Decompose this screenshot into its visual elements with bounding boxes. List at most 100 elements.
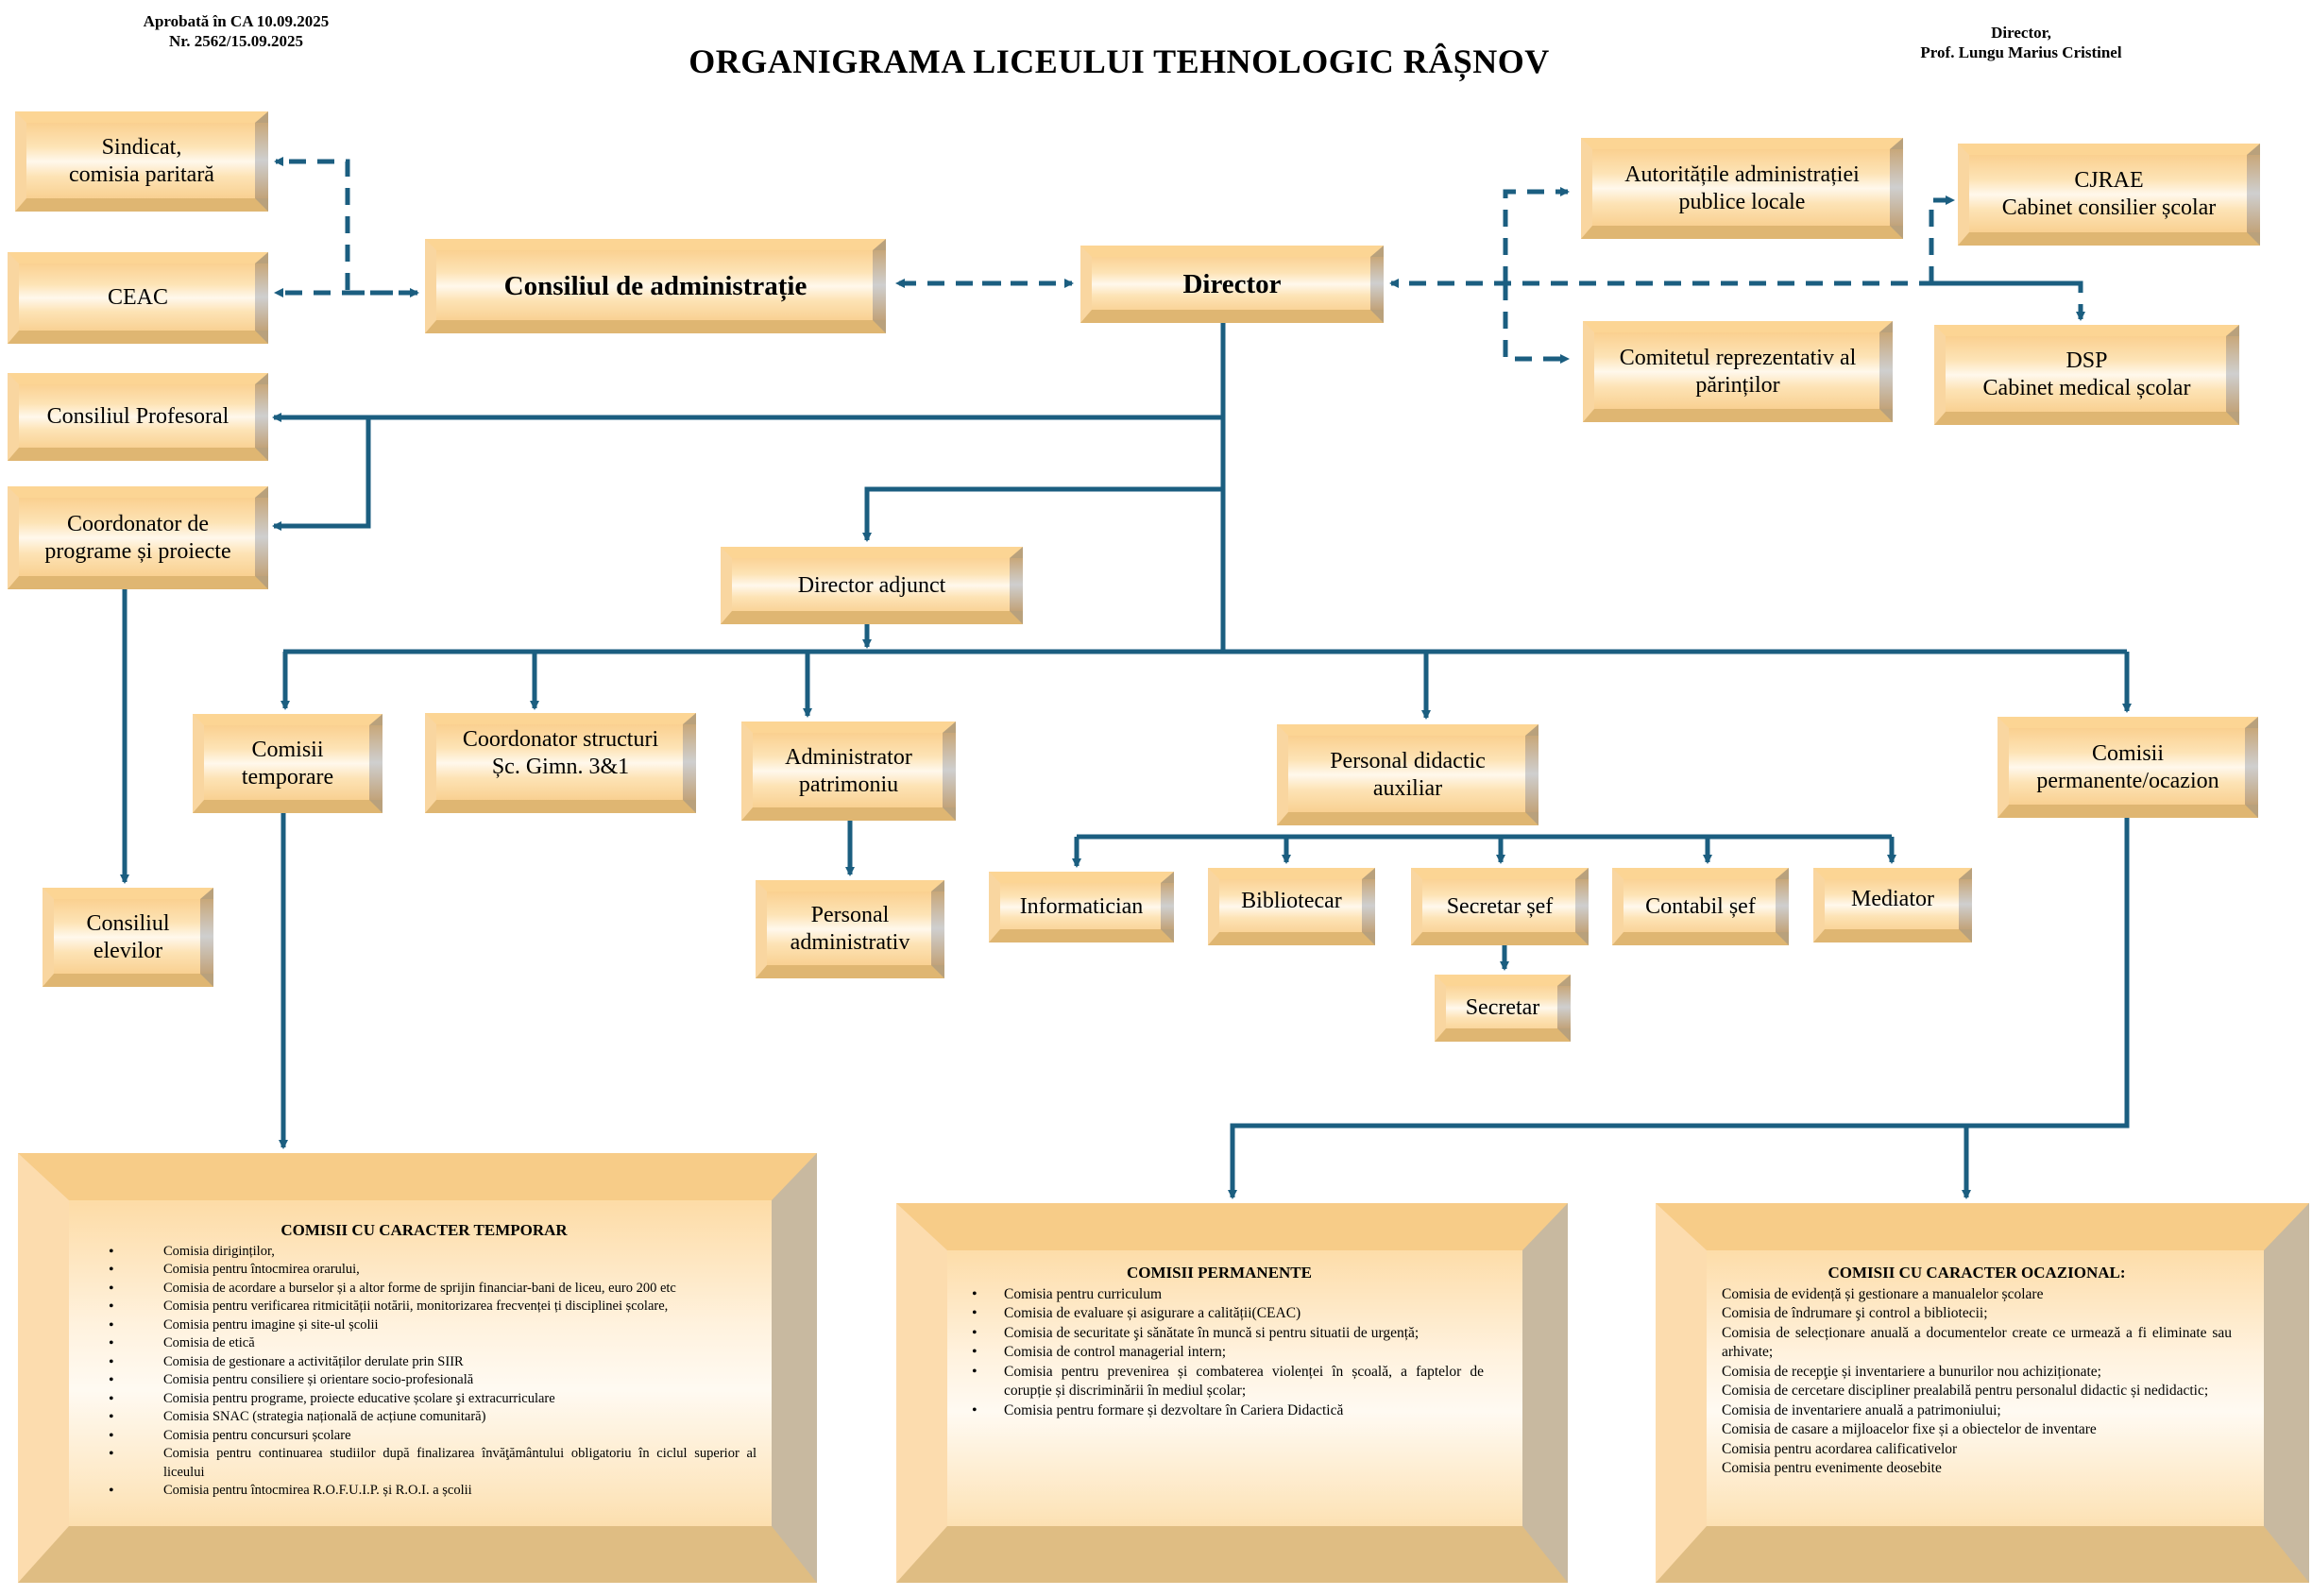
- commission-item: Comisia de inventariere anuală a patrimo…: [1722, 1401, 2001, 1418]
- node-label: Cabinet consilier școlar: [2001, 195, 2217, 220]
- node-label: Cabinet medical școlar: [1982, 376, 2191, 400]
- node-label: Comisii: [2091, 740, 2164, 766]
- panel-title: COMISII CU CARACTER OCAZIONAL:: [1828, 1264, 2126, 1282]
- commission-item: Comisia de evaluare și asigurare a calit…: [955, 1304, 1484, 1324]
- node-consiliul-administratie[interactable]: Consiliul de administrație: [425, 239, 886, 333]
- line-to-director-adjunct: [862, 486, 1223, 542]
- node-secretar[interactable]: Secretar: [1435, 975, 1571, 1042]
- node-label: Administrator: [785, 744, 912, 770]
- commission-item: Comisia pentru întocmirea orarului,: [92, 1261, 756, 1280]
- node-dsp[interactable]: DSP Cabinet medical școlar: [1934, 325, 2239, 425]
- commission-item: Comisia pentru formare și dezvoltare în …: [955, 1401, 1484, 1421]
- commission-item: Comisia de cercetare discipliner prealab…: [1722, 1383, 2209, 1399]
- approval-date: Aprobată în CA 10.09.2025: [143, 12, 330, 30]
- commission-item: Comisia de evidență și gestionare a manu…: [1722, 1285, 2044, 1302]
- node-secretar-sef[interactable]: Secretar șef: [1411, 868, 1589, 945]
- node-label: Șc. Gimn. 3&1: [491, 755, 630, 779]
- node-label: Secretar șef: [1446, 893, 1554, 919]
- commission-item: Comisia de control managerial intern;: [955, 1343, 1484, 1363]
- commission-item: Comisia pentru evenimente deosebite: [1722, 1460, 1942, 1476]
- commission-item: Comisia de îndrumare şi control a biblio…: [1722, 1305, 1988, 1321]
- node-ceac[interactable]: CEAC: [8, 252, 268, 344]
- node-label: Contabil șef: [1645, 893, 1756, 919]
- commission-item: Comisia pentru acordarea calificativelor: [1722, 1440, 1958, 1457]
- node-director-adjunct[interactable]: Director adjunct: [721, 547, 1023, 624]
- node-label: Director adjunct: [797, 572, 946, 598]
- node-label: elevilor: [93, 938, 163, 963]
- node-bibliotecar[interactable]: Bibliotecar: [1208, 868, 1375, 945]
- node-contabil-sef[interactable]: Contabil șef: [1612, 868, 1789, 945]
- node-label: Personal: [810, 903, 890, 927]
- commission-item: Comisia de gestionare a activităților de…: [92, 1353, 756, 1372]
- commission-list: Comisia diriginților,Comisia pentru înto…: [92, 1243, 756, 1501]
- line-permanente-split: [1228, 818, 2130, 1199]
- commission-list: Comisia de evidență și gestionare a manu…: [1722, 1285, 2232, 1479]
- node-label: Coordonator structuri: [462, 727, 659, 752]
- node-label: Comitetul reprezentativ al: [1619, 345, 1857, 370]
- node-label: Consiliul: [86, 910, 170, 936]
- signature-role: Director,: [1991, 24, 2051, 42]
- panel-comisii-permanente: COMISII PERMANENTE Comisia pentru curric…: [896, 1203, 1568, 1583]
- node-label: Coordonator de: [67, 511, 209, 536]
- commission-item: Comisia de securitate şi sănătate în mun…: [955, 1324, 1484, 1344]
- node-label: permanente/ocazion: [2036, 768, 2219, 793]
- commission-item: Comisia de recepţie și inventariere a bu…: [1722, 1363, 2101, 1380]
- node-label: Consiliul Profesoral: [46, 404, 230, 429]
- commission-item: Comisia pentru consiliere și orientare s…: [92, 1371, 756, 1390]
- node-label: auxiliar: [1372, 775, 1443, 801]
- panel-content: COMISII PERMANENTE Comisia pentru curric…: [955, 1264, 1484, 1420]
- panel-title: COMISII CU CARACTER TEMPORAR: [280, 1221, 568, 1239]
- commission-item: Comisia de acordare a burselor și a alto…: [92, 1280, 756, 1299]
- commission-item: Comisia pentru prevenirea și combaterea …: [955, 1363, 1484, 1401]
- node-consiliul-profesoral[interactable]: Consiliul Profesoral: [8, 373, 268, 461]
- node-label: Mediator: [1851, 887, 1934, 911]
- signature-name: Prof. Lungu Marius Cristinel: [1920, 43, 2122, 61]
- node-label: patrimoniu: [798, 772, 899, 797]
- node-label: programe și proiecte: [44, 538, 231, 564]
- commission-item: Comisia diriginților,: [92, 1243, 756, 1262]
- node-label: DSP: [2066, 348, 2108, 373]
- node-sindicat[interactable]: Sindicat,comisia paritară: [15, 111, 268, 212]
- commission-item: Comisia pentru programe, proiecte educat…: [92, 1390, 756, 1409]
- commission-item: Comisia pentru imagine și site-ul școlii: [92, 1316, 756, 1335]
- commission-item: Comisia pentru concursuri școlare: [92, 1427, 756, 1446]
- director-signature: Director, Prof. Lungu Marius Cristinel: [1851, 23, 2191, 62]
- node-director[interactable]: Director: [1080, 246, 1384, 323]
- node-label: administrativ: [790, 930, 910, 955]
- node-label: Autoritățile administrației: [1624, 161, 1860, 187]
- node-label: Informatician: [1019, 894, 1144, 919]
- panel-title: COMISII PERMANENTE: [1127, 1264, 1312, 1282]
- line-to-coordonator-programe: [272, 417, 371, 531]
- node-label: publice locale: [1678, 189, 1806, 214]
- node-personal-administrativ[interactable]: Personal administrativ: [756, 880, 944, 978]
- commission-item: Comisia pentru continuarea studiilor dup…: [92, 1445, 756, 1482]
- commission-item: Comisia de etică: [92, 1334, 756, 1353]
- node-label: Comisii: [251, 737, 324, 762]
- dash-sindicat: [274, 157, 350, 290]
- node-label: Director: [1182, 268, 1282, 299]
- node-label: părinților: [1695, 372, 1780, 398]
- commission-list: Comisia pentru curriculumComisia de eval…: [955, 1285, 1484, 1421]
- node-label: Consiliul de administrație: [503, 270, 808, 301]
- approval-note: Aprobată în CA 10.09.2025 Nr. 2562/15.09…: [94, 11, 378, 51]
- panel-content: COMISII CU CARACTER TEMPORAR Comisia dir…: [92, 1221, 756, 1501]
- node-label: Secretar: [1465, 995, 1540, 1020]
- node-label: Bibliotecar: [1241, 888, 1342, 913]
- node-mediator[interactable]: Mediator: [1813, 868, 1972, 942]
- node-informatician[interactable]: Informatician: [989, 872, 1174, 942]
- panel-content: COMISII CU CARACTER OCAZIONAL: Comisia d…: [1722, 1264, 2232, 1479]
- approval-number: Nr. 2562/15.09.2025: [169, 32, 303, 50]
- node-label: CEAC: [107, 285, 168, 310]
- commission-item: Comisia pentru curriculum: [955, 1285, 1484, 1305]
